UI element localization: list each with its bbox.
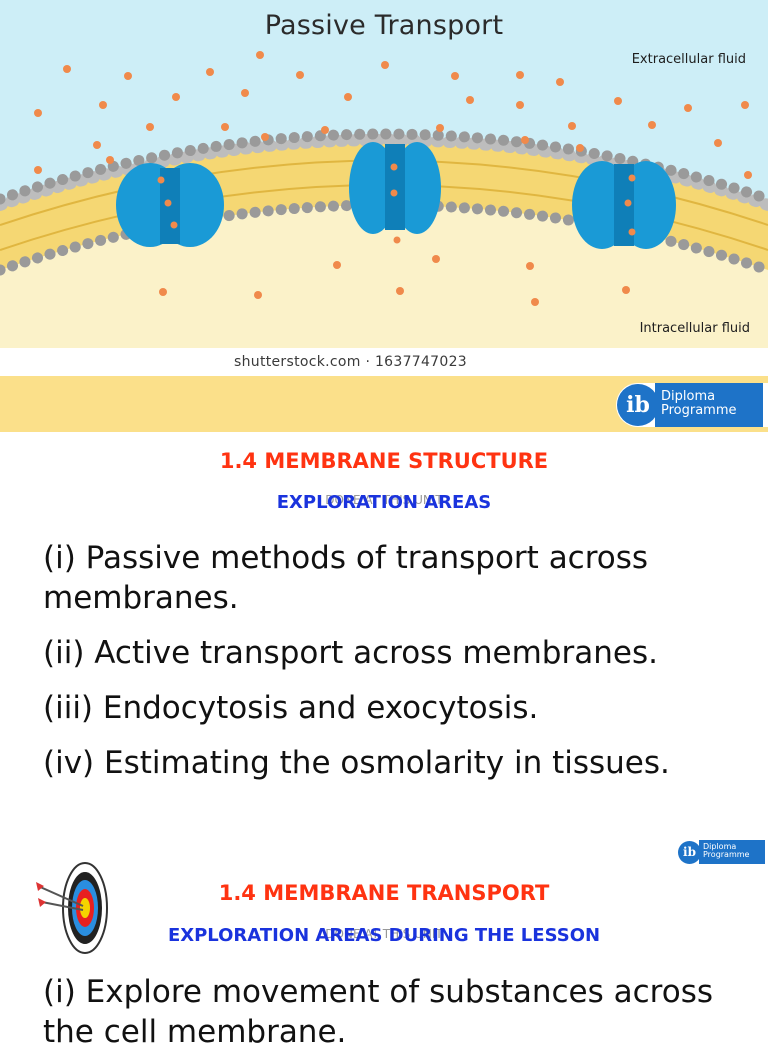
watermark-text: shutterstock.com · 1637747023 — [234, 354, 468, 370]
section2-overlay-text: DONE AT THIS UNIT — [325, 927, 443, 941]
list-item: (i) Passive methods of transport across … — [43, 540, 649, 616]
section1-subtitle: EXPLORATION AREAS — [276, 492, 492, 513]
ib-wordmark: Diploma Programme — [655, 383, 763, 427]
illustration-title: Passive Transport — [264, 10, 504, 41]
section2-list: (i) Explore movement of substances acros… — [43, 972, 743, 1052]
solute-particles — [34, 51, 752, 306]
ib-line1-small: Diploma — [703, 842, 737, 851]
passive-transport-illustration: Passive Transport Extracellular fluid In… — [0, 0, 768, 376]
membrane-diagram — [0, 0, 768, 348]
ib-mark: ib — [617, 384, 659, 426]
ib-line2-small: Programme — [703, 850, 750, 860]
ib-logo-icon: ib Diploma Programme — [616, 383, 768, 427]
section2-subtitle: EXPLORATION AREAS DURING THE LESSON — [167, 925, 601, 946]
list-item: (ii) Active transport across membranes. — [43, 635, 658, 671]
channel-protein-right — [572, 161, 676, 249]
list-item: (i) Explore movement of substances acros… — [43, 974, 713, 1050]
ib-logo-small-icon: ib Diploma Programme — [678, 840, 768, 864]
list-item: (iii) Endocytosis and exocytosis. — [43, 690, 539, 726]
ib-mark-small: ib — [678, 840, 701, 864]
section1-title: 1.4 MEMBRANE STRUCTURE — [219, 449, 549, 473]
section1-overlay-text: DONE AT THIS UNIT — [325, 493, 443, 507]
section2-title: 1.4 MEMBRANE TRANSPORT — [218, 881, 550, 905]
ib-line1: Diploma — [661, 389, 716, 404]
target-icon — [36, 862, 108, 954]
ib-wordmark-small: Diploma Programme — [699, 840, 765, 864]
watermark-bar: shutterstock.com · 1637747023 — [0, 348, 768, 376]
section1-list: (i) Passive methods of transport across … — [43, 538, 743, 798]
channel-protein-middle — [349, 142, 441, 234]
intracellular-label: Intracellular fluid — [639, 321, 750, 336]
list-item: (iv) Estimating the osmolarity in tissue… — [43, 745, 670, 781]
extracellular-label: Extracellular fluid — [631, 52, 746, 67]
ib-line2: Programme — [661, 402, 737, 418]
